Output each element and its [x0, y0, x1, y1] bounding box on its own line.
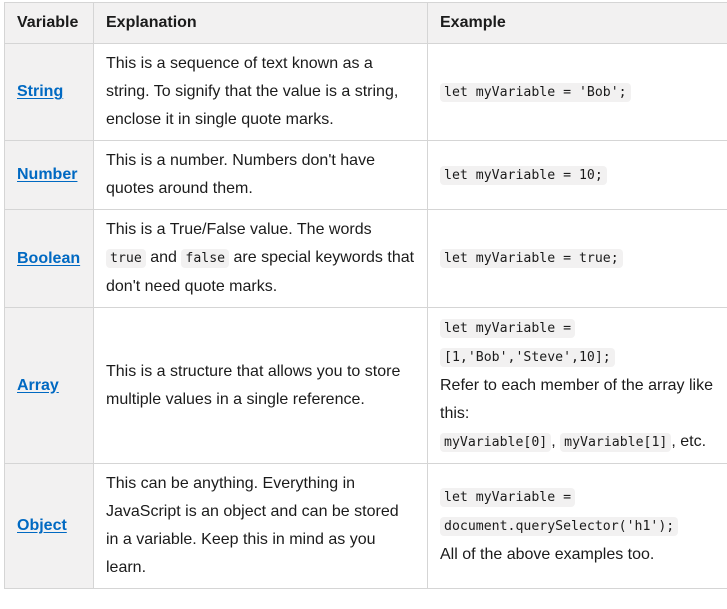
array-link[interactable]: Array: [17, 377, 59, 394]
string-explanation: This is a sequence of text known as a st…: [94, 44, 428, 141]
array-member-1-code: myVariable[1]: [560, 433, 671, 452]
code-true: true: [106, 249, 146, 268]
string-link[interactable]: String: [17, 83, 63, 100]
table-row-object: Object This can be anything. Everything …: [5, 464, 727, 589]
array-example-text: Refer to each member of the array like t…: [440, 377, 713, 422]
object-example-text: All of the above examples too.: [440, 546, 654, 563]
boolean-link[interactable]: Boolean: [17, 250, 80, 267]
object-example-code-line1: let myVariable =: [440, 488, 575, 507]
header-example: Example: [428, 3, 727, 44]
string-example: let myVariable = 'Bob';: [428, 44, 727, 141]
object-explanation: This can be anything. Everything in Java…: [94, 464, 428, 589]
code-false: false: [181, 249, 229, 268]
array-separator: ,: [551, 433, 555, 450]
boolean-and: and: [150, 249, 177, 266]
array-etc: , etc.: [671, 433, 706, 450]
array-explanation: This is a structure that allows you to s…: [94, 308, 428, 464]
object-example: let myVariable = document.querySelector(…: [428, 464, 727, 589]
row-head-array: Array: [5, 308, 94, 464]
object-link[interactable]: Object: [17, 517, 67, 534]
boolean-explanation: This is a True/False value. The words tr…: [94, 210, 428, 308]
table-row-boolean: Boolean This is a True/False value. The …: [5, 210, 727, 308]
boolean-explanation-pre: This is a True/False value. The words: [106, 221, 372, 238]
array-example-code-line1: let myVariable =: [440, 319, 575, 338]
row-head-boolean: Boolean: [5, 210, 94, 308]
number-explanation: This is a number. Numbers don't have quo…: [94, 141, 428, 210]
table-row-string: String This is a sequence of text known …: [5, 44, 727, 141]
array-example: let myVariable = [1,'Bob','Steve',10]; R…: [428, 308, 727, 464]
table-row-number: Number This is a number. Numbers don't h…: [5, 141, 727, 210]
number-link[interactable]: Number: [17, 166, 77, 183]
array-example-code-line2: [1,'Bob','Steve',10];: [440, 348, 615, 367]
row-head-number: Number: [5, 141, 94, 210]
object-example-code-line2: document.querySelector('h1');: [440, 517, 678, 536]
number-example-code: let myVariable = 10;: [440, 166, 607, 185]
table-header-row: Variable Explanation Example: [5, 3, 727, 44]
array-member-0-code: myVariable[0]: [440, 433, 551, 452]
row-head-string: String: [5, 44, 94, 141]
boolean-example: let myVariable = true;: [428, 210, 727, 308]
row-head-object: Object: [5, 464, 94, 589]
number-example: let myVariable = 10;: [428, 141, 727, 210]
string-example-code: let myVariable = 'Bob';: [440, 83, 631, 102]
table-row-array: Array This is a structure that allows yo…: [5, 308, 727, 464]
boolean-example-code: let myVariable = true;: [440, 249, 623, 268]
variable-types-table: Variable Explanation Example String This…: [4, 2, 727, 589]
header-variable: Variable: [5, 3, 94, 44]
header-explanation: Explanation: [94, 3, 428, 44]
